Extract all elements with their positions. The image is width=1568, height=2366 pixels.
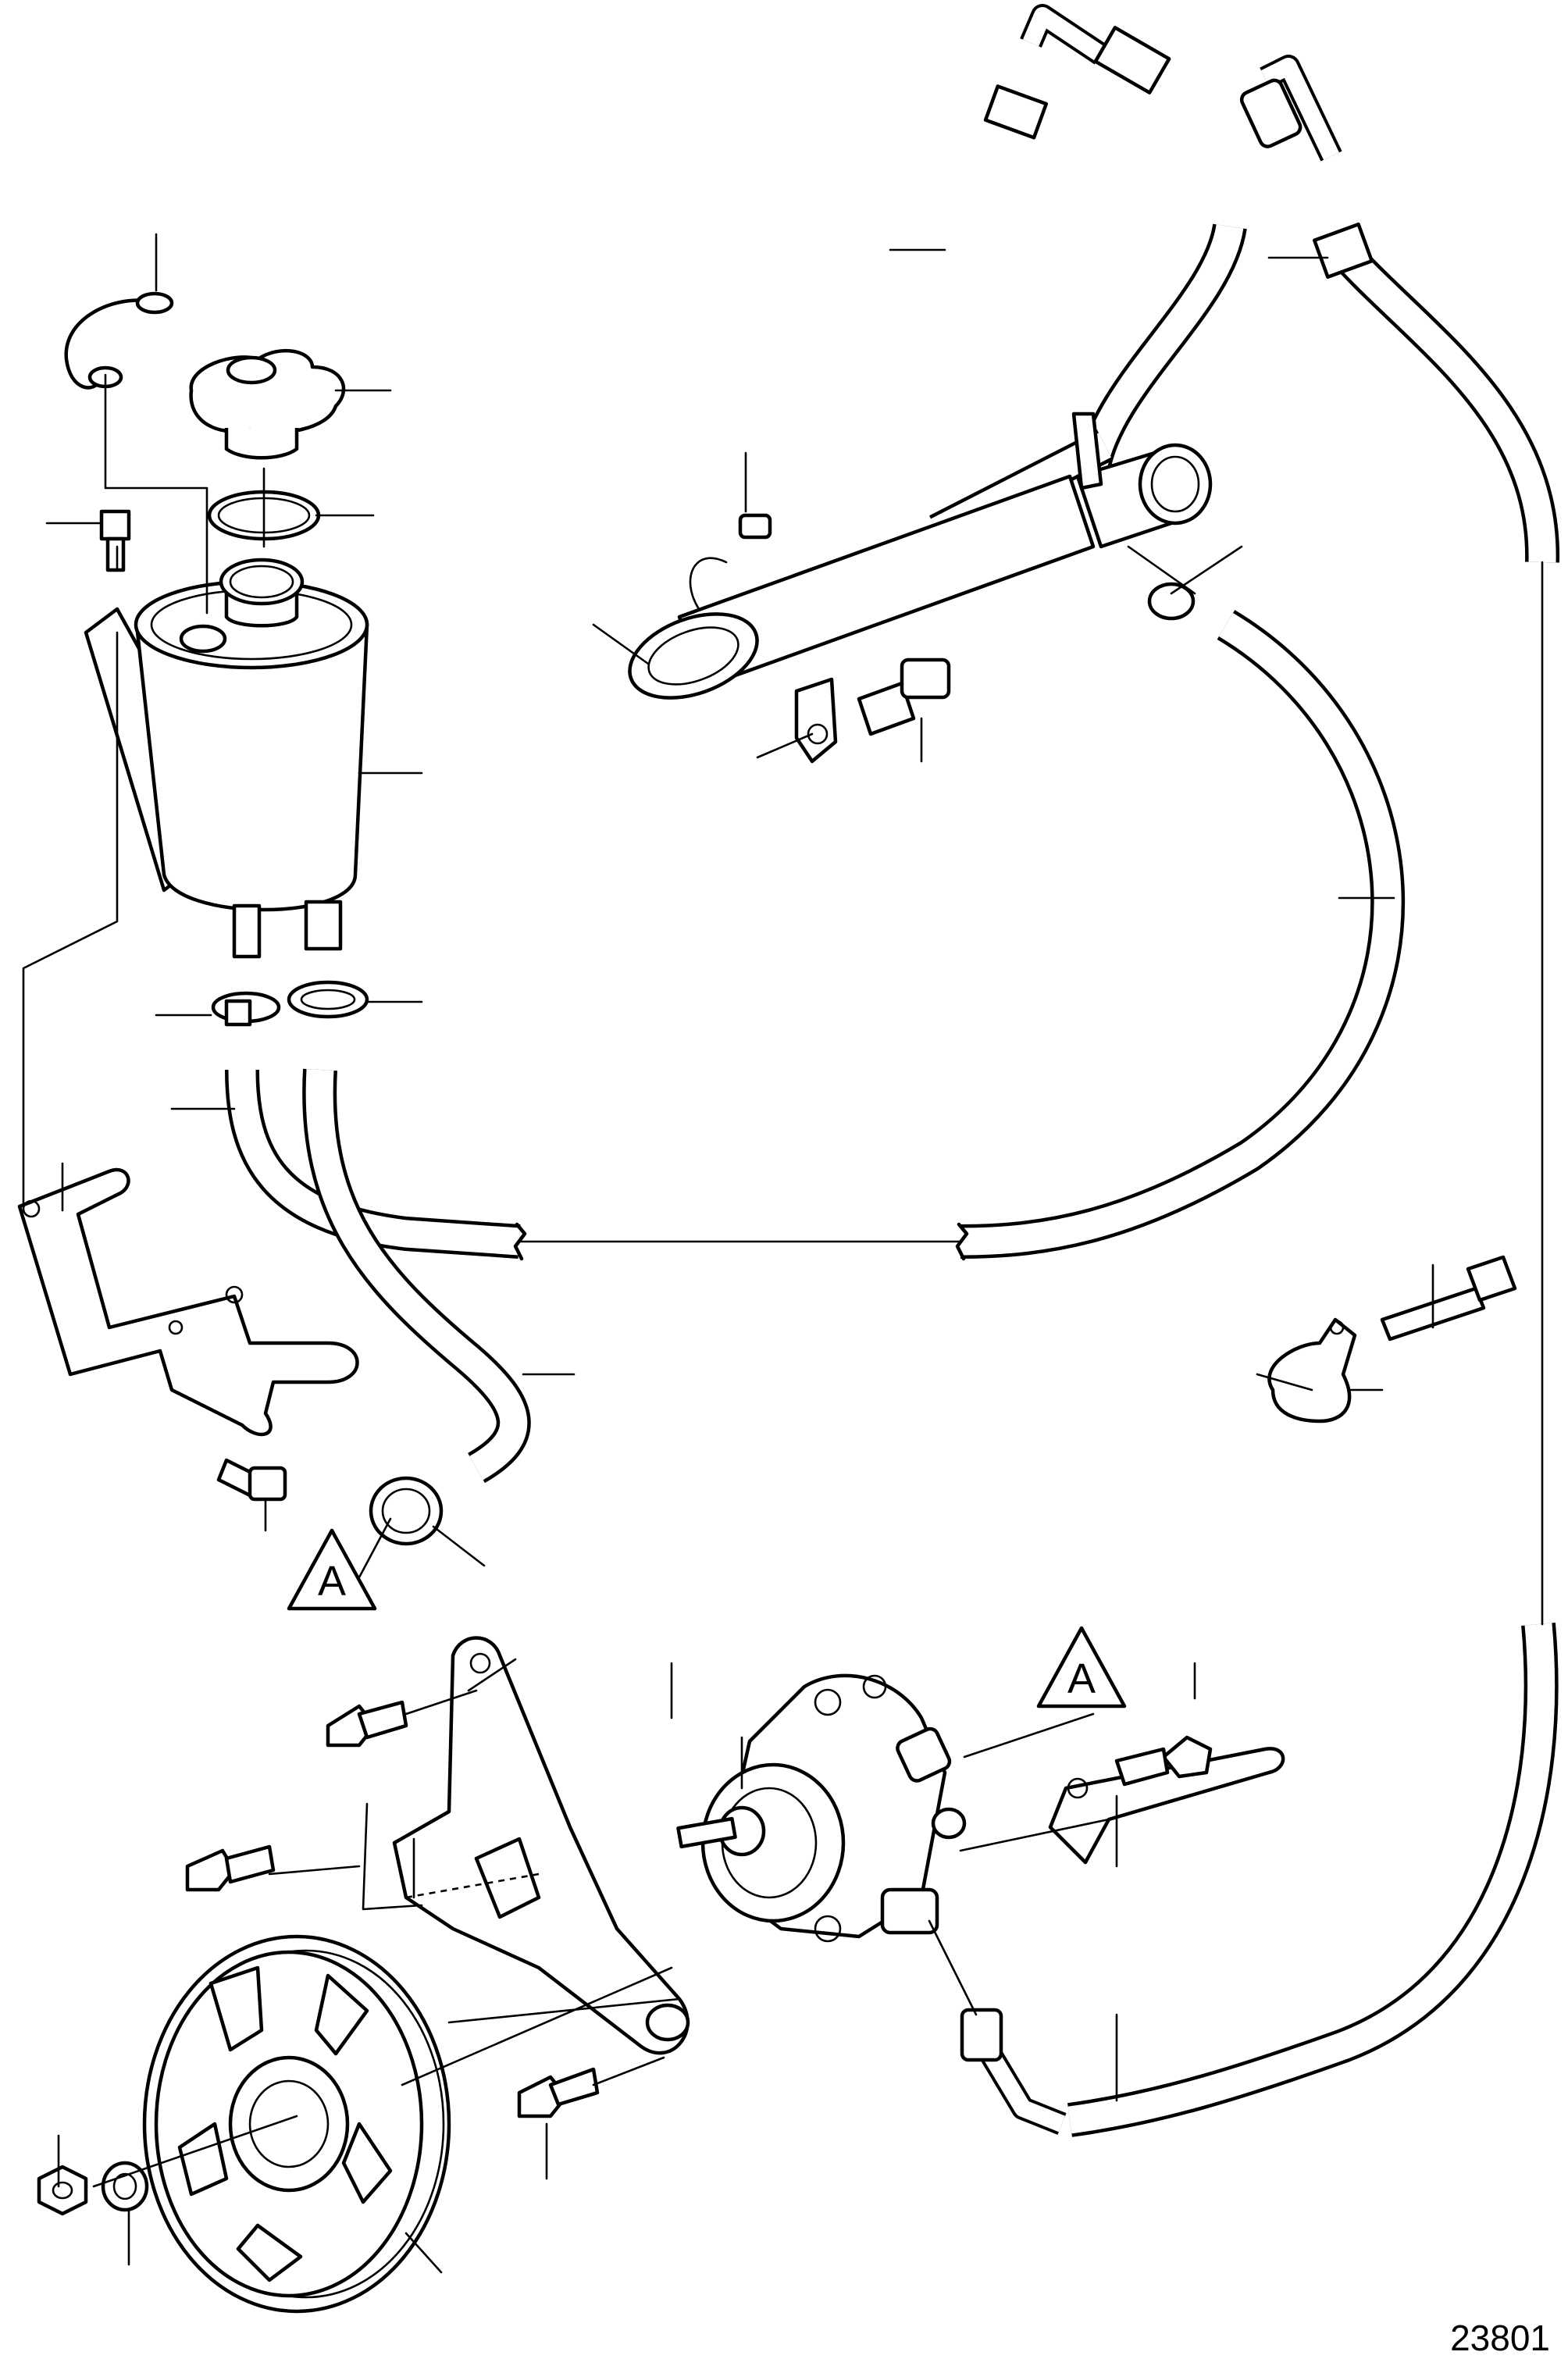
hose-connection-guide-line	[518, 561, 1544, 1626]
p-clamp	[1267, 1317, 1357, 1424]
bracket-bolt-middle	[185, 1844, 276, 1892]
pump-guide-lines	[92, 1689, 1110, 2188]
p-clamp-bolt	[1380, 1255, 1517, 1342]
hose-clamp-a	[369, 1476, 444, 1546]
reservoir-cap	[189, 348, 346, 460]
pump-feed-hose	[302, 1068, 531, 1484]
bracket-bolt-upper	[326, 1700, 408, 1748]
pump-body	[676, 1673, 967, 1943]
pump-mount-bracket	[392, 1636, 690, 2055]
bracket-bolt	[216, 1458, 287, 1502]
callout-leader-lines	[45, 233, 1434, 2274]
reference-marker-a-left-label: A	[318, 1558, 346, 1605]
pulley-nut	[37, 2165, 88, 2216]
reservoir-mount-bolt	[99, 509, 131, 572]
locking-wire-clip	[64, 291, 174, 390]
hose-clamp-large	[287, 980, 369, 1019]
reservoir-guide-lines	[22, 373, 265, 1208]
hose-clamp-small	[211, 991, 281, 1027]
pump-pulley	[142, 1934, 451, 2314]
reference-marker-a-left: A	[287, 1528, 377, 1611]
pump-pressure-hose	[960, 1623, 1559, 2137]
long-return-hose	[983, 4, 1247, 472]
right-pressure-hose	[1239, 55, 1560, 563]
reservoir-bracket	[17, 1167, 359, 1437]
pulley-washer	[101, 2161, 149, 2212]
cooling-tube-assembly	[628, 412, 1213, 764]
reference-marker-a-right: A	[1036, 1626, 1127, 1709]
reference-marker-a-right-label: A	[1067, 1655, 1096, 1702]
cooler-bolt	[857, 657, 951, 736]
reservoir-hose-long	[955, 610, 1405, 1261]
bracket-bolt-lower	[517, 2067, 600, 2118]
figure-number: 23801	[1450, 2318, 1550, 2358]
pump-support-arm	[1048, 1747, 1285, 1865]
reservoir-body	[84, 558, 369, 959]
reservoir-outlet-hose	[225, 1069, 527, 1261]
support-arm-bolt	[1114, 1735, 1213, 1787]
